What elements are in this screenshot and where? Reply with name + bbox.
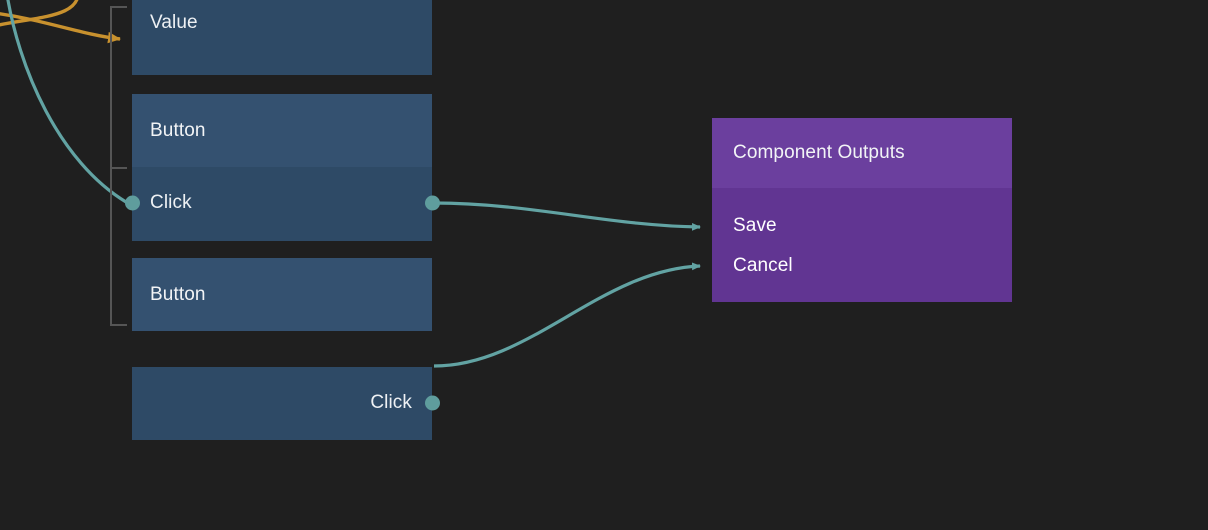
port-label-value: Value	[150, 12, 198, 33]
node-component-outputs-header[interactable]: Component Outputs	[712, 118, 1012, 188]
node-button-1-body: Click	[124, 167, 440, 241]
group-bracket	[110, 6, 127, 326]
port-label-button-2-click: Click	[370, 392, 412, 413]
node-button-1[interactable]: Button Click	[124, 94, 440, 241]
edge-orange-to-value	[0, 0, 79, 27]
node-button-2[interactable]: Button Click	[132, 258, 440, 440]
edge-teal-to-click1	[6, 0, 127, 204]
group-bracket-tick-mid	[110, 167, 127, 169]
port-dot-output-click-2[interactable]	[424, 395, 440, 411]
port-row-button-1-click[interactable]: Click	[124, 167, 440, 239]
port-row-value[interactable]: Value	[132, 0, 432, 52]
node-button-2-header[interactable]: Button	[132, 258, 432, 331]
node-value[interactable]: Value	[132, 0, 432, 75]
port-label-button-1-click: Click	[150, 192, 192, 213]
edge-click1-to-save	[433, 201, 701, 231]
port-row-cancel[interactable]: Cancel	[712, 246, 1012, 286]
node-component-outputs-title: Component Outputs	[733, 142, 905, 163]
port-row-save[interactable]: Save	[712, 206, 1012, 246]
group-bracket-tick-bottom	[110, 324, 127, 326]
port-dot-output-click-1[interactable]	[424, 195, 440, 211]
port-row-button-2-click[interactable]: Click	[132, 367, 440, 439]
node-component-outputs[interactable]: Component Outputs Save Cancel	[712, 118, 1012, 302]
node-button-1-title: Button	[150, 119, 206, 141]
edge-click2-to-cancel	[433, 262, 701, 368]
node-button-2-body: Click	[132, 367, 440, 440]
group-bracket-spine	[110, 6, 112, 326]
node-button-2-title: Button	[150, 283, 206, 305]
port-label-save: Save	[733, 215, 777, 236]
port-dot-input-click-1[interactable]	[124, 195, 140, 211]
group-bracket-tick-top	[110, 6, 127, 8]
port-label-cancel: Cancel	[733, 255, 793, 276]
edge-orange-to-value-main	[0, 12, 121, 44]
node-button-1-header[interactable]: Button	[132, 94, 432, 167]
node-value-body: Value	[132, 0, 432, 75]
node-component-outputs-body: Save Cancel	[712, 188, 1012, 302]
